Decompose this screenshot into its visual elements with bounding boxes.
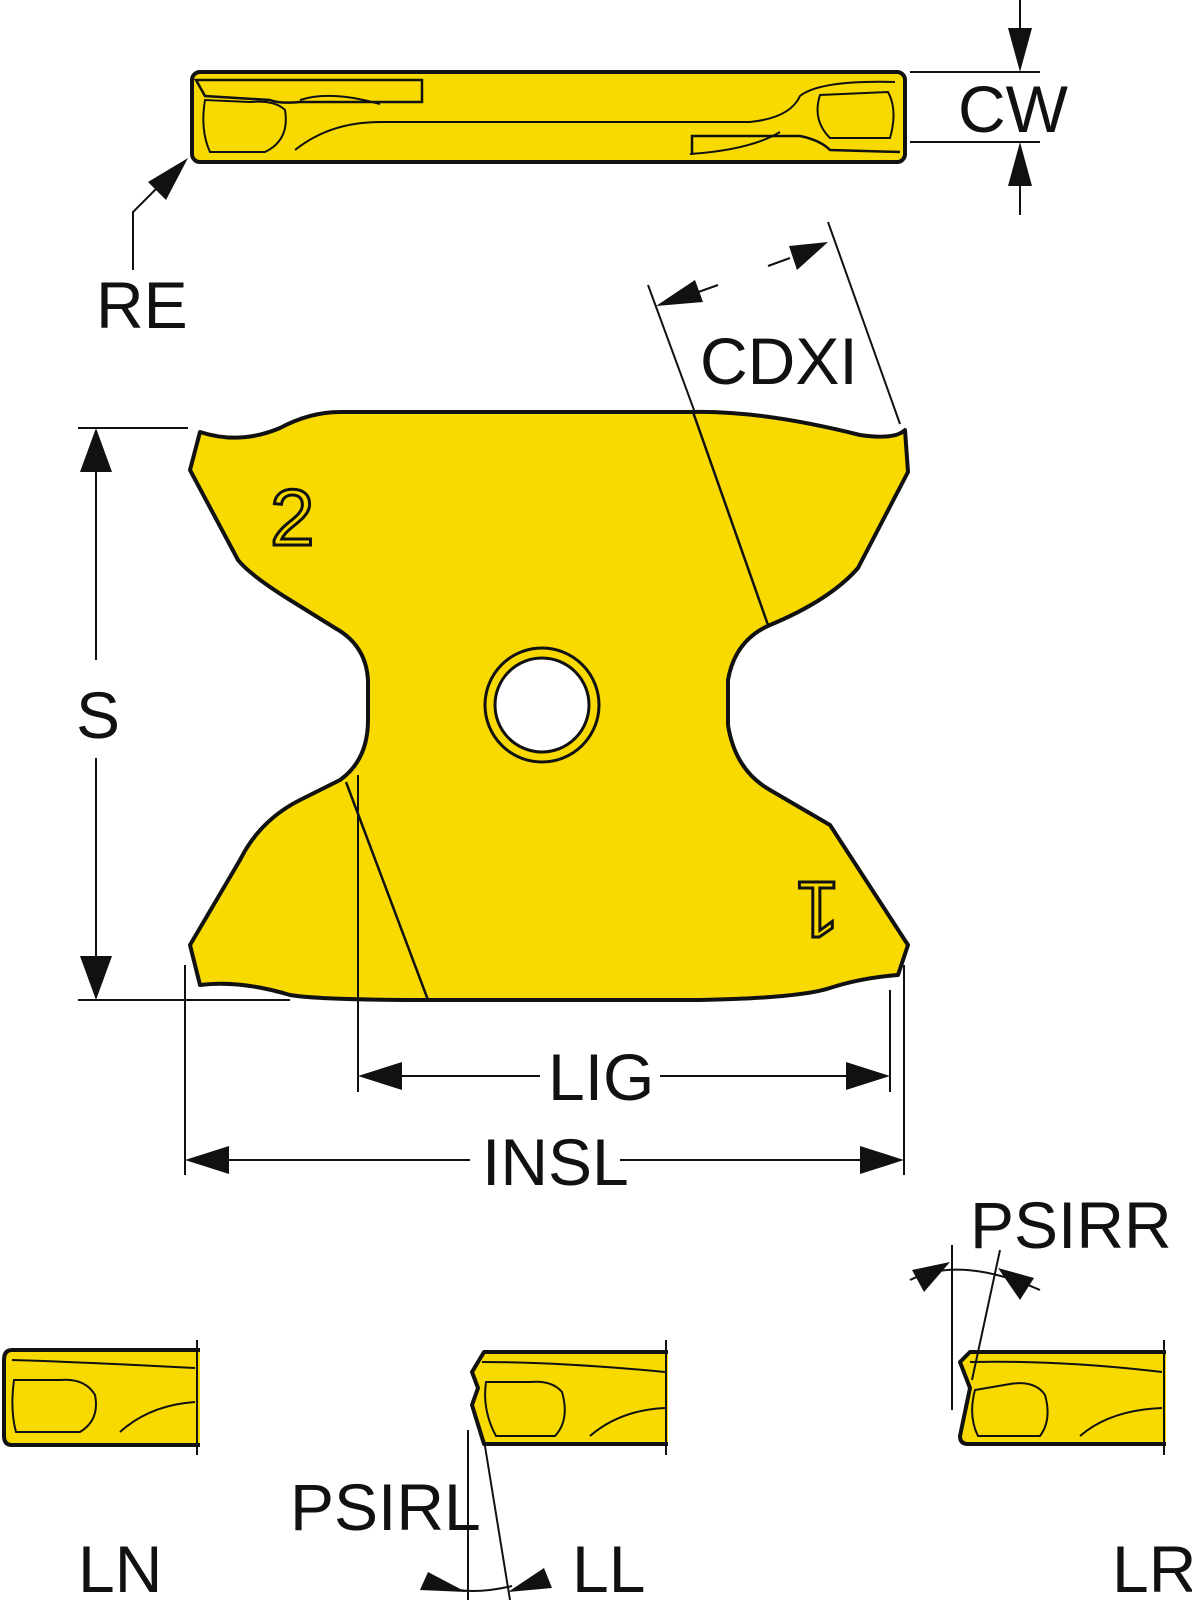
- variant-lr: PSIRR LR: [909, 1188, 1192, 1600]
- insl-dimension: INSL: [184, 965, 905, 1199]
- edge-marking-2: 2: [270, 473, 315, 562]
- s-label: S: [76, 678, 120, 752]
- lig-dimension: LIG: [357, 775, 891, 1114]
- cdxi-label: CDXI: [700, 324, 858, 398]
- psirl-label: PSIRL: [290, 1470, 481, 1544]
- lig-label: LIG: [548, 1040, 654, 1114]
- re-label: RE: [96, 268, 188, 342]
- psirr-label: PSIRR: [970, 1188, 1172, 1262]
- re-dimension: RE: [96, 158, 188, 342]
- edge-marking-1: 1: [796, 865, 841, 954]
- cw-dimension: CW: [910, 0, 1069, 215]
- ll-label: LL: [572, 1532, 645, 1600]
- s-dimension: S: [76, 427, 290, 1001]
- insert-top-view: [190, 70, 907, 164]
- insl-label: INSL: [482, 1125, 629, 1199]
- ln-label: LN: [78, 1532, 162, 1600]
- lr-label: LR: [1112, 1532, 1192, 1600]
- cdxi-dimension: CDXI: [647, 221, 901, 425]
- variant-ln: LN: [2, 1340, 200, 1600]
- cw-label: CW: [958, 72, 1069, 146]
- variant-ll: PSIRL LL: [290, 1340, 668, 1600]
- insert-face-view: 2 1: [188, 409, 910, 1002]
